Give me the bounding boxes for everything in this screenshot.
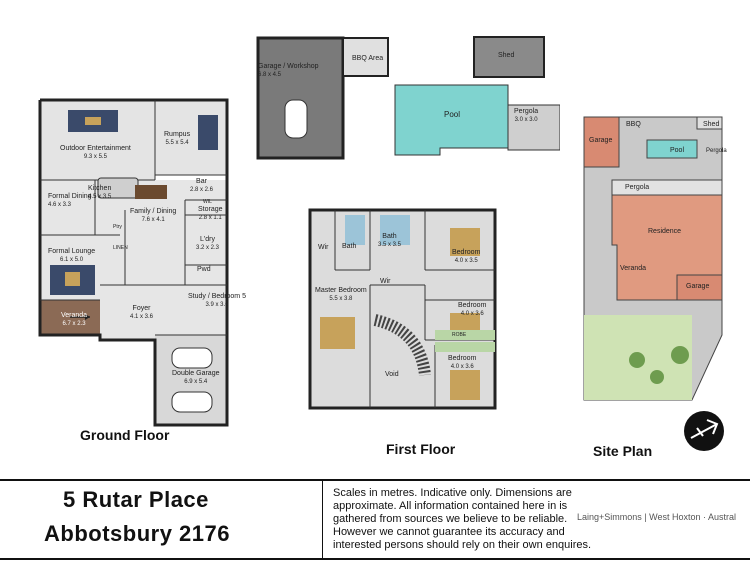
site-garage-bottom: Garage — [686, 283, 710, 290]
disclaimer-text: Scales in metres. Indicative only. Dimen… — [333, 487, 592, 551]
first-floor-title: First Floor — [386, 441, 456, 457]
site-bbq: BBQ — [626, 121, 641, 128]
compass-north-icon — [684, 411, 724, 451]
site-plan — [583, 116, 723, 401]
site-veranda: Veranda — [620, 265, 647, 272]
site-pool: Pool — [670, 147, 685, 154]
site-plan-title: Site Plan — [593, 443, 653, 459]
address-line-1: 5 Rutar Place — [63, 487, 209, 512]
site-garage-top: Garage — [589, 137, 613, 144]
room-bath-1: Bath — [342, 243, 357, 250]
footer-divider — [322, 481, 323, 558]
pool: Pool — [444, 110, 461, 119]
ground-floor-title: Ground Floor — [80, 427, 170, 443]
site-pergola-small: Pergola — [706, 148, 727, 154]
room-shed: Shed — [498, 52, 515, 59]
room-wil: WIL — [203, 199, 212, 205]
footer-top-rule — [0, 479, 750, 481]
room-wir-1: Wir — [318, 244, 329, 251]
ground-floor-plan — [38, 98, 229, 427]
site-shed: Shed — [703, 121, 720, 128]
room-wir-2: Wir — [380, 278, 391, 285]
room-bbq-area: BBQ Area — [352, 55, 384, 62]
room-pantry: Ptry — [113, 224, 122, 230]
room-powder: Pwd — [197, 266, 211, 273]
footer-bottom-rule — [0, 558, 750, 560]
room-linen: LINEN — [113, 245, 128, 251]
room-robe: ROBE — [452, 332, 467, 338]
first-floor-plan — [256, 36, 560, 410]
address-line-2: Abbotsbury 2176 — [44, 521, 230, 546]
agency-brand: Laing+Simmons | West Hoxton · Austral — [577, 512, 736, 522]
site-pergola: Pergola — [625, 184, 650, 191]
room-void: Void — [385, 371, 399, 378]
site-residence: Residence — [648, 228, 682, 235]
